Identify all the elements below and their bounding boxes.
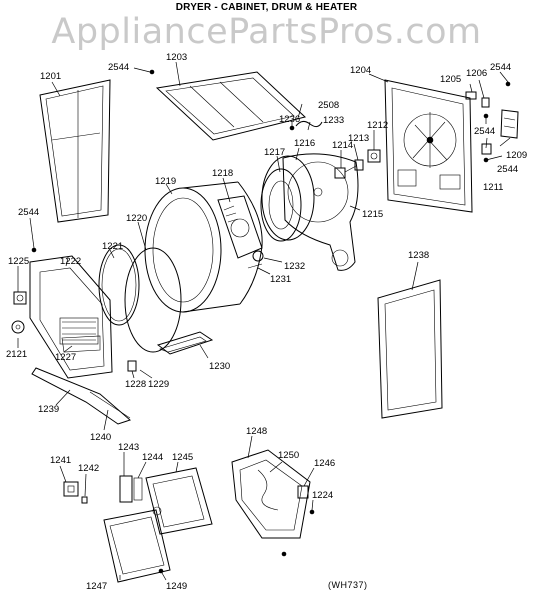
label-1241: 1241	[50, 455, 71, 466]
label-1206: 1206	[466, 68, 487, 79]
label-1209: 1209	[506, 150, 527, 161]
belt-1231[interactable]	[247, 263, 263, 269]
watermark: AppliancePartsPros.com	[51, 12, 482, 52]
clip-1206[interactable]	[481, 97, 490, 108]
label-1245: 1245	[172, 452, 193, 463]
terminal-block-1209[interactable]	[500, 109, 519, 139]
label-1231: 1231	[270, 274, 291, 285]
label-1205: 1205	[440, 74, 461, 85]
top-panel-1203[interactable]	[155, 71, 307, 141]
door-switch-2121[interactable]	[11, 320, 25, 334]
drum-bearing-1218[interactable]	[217, 195, 263, 259]
label-2508: 2508	[318, 100, 339, 111]
strike-1242[interactable]	[81, 496, 88, 504]
label-1229: 1229	[148, 379, 169, 390]
drum-1219[interactable]	[144, 181, 263, 313]
label-1217: 1217	[264, 147, 285, 158]
cable-1250[interactable]	[257, 469, 279, 511]
label-1215: 1215	[362, 209, 383, 220]
side-panel-1201[interactable]	[39, 79, 111, 223]
label-1222: 1222	[60, 256, 81, 267]
rear-seal-1217[interactable]	[260, 168, 302, 242]
label-1204: 1204	[350, 65, 371, 76]
front-seal-1220[interactable]	[124, 247, 182, 353]
label-2544-d: 2544	[497, 164, 518, 175]
label-1249: 1249	[166, 581, 187, 592]
label-2121: 2121	[6, 349, 27, 360]
bracket-1205[interactable]	[465, 91, 477, 100]
drum-glide-1221[interactable]	[98, 244, 140, 326]
screw-1249[interactable]	[158, 568, 164, 574]
label-1243: 1243	[118, 442, 139, 453]
label-1232: 1232	[284, 261, 305, 272]
label-1203: 1203	[166, 52, 187, 63]
label-1242: 1242	[78, 463, 99, 474]
label-1228: 1228	[125, 379, 146, 390]
label-1211: 1211	[483, 182, 503, 193]
heater-duct-1216[interactable]	[261, 155, 315, 241]
label-1219: 1219	[155, 176, 176, 187]
hinge-1243[interactable]	[119, 475, 133, 503]
label-1220: 1220	[126, 213, 147, 224]
idler-1232[interactable]	[252, 250, 264, 262]
heater-contacts-1213[interactable]	[354, 159, 364, 171]
duct-1230[interactable]	[156, 331, 214, 355]
wire-harness-1233[interactable]	[289, 120, 323, 131]
diagram-code: (WH737)	[328, 580, 368, 590]
label-1216: 1216	[294, 138, 315, 149]
toe-strip-1240[interactable]	[89, 391, 131, 419]
label-1244: 1244	[142, 452, 163, 463]
thermal-fuse-1212[interactable]	[367, 149, 381, 163]
label-2544-c: 2544	[474, 126, 495, 137]
toe-panel-1239[interactable]	[31, 367, 131, 425]
label-2544-e: 2544	[18, 207, 39, 218]
rear-bulkhead-1215[interactable]	[282, 153, 359, 271]
label-1227: 1227	[55, 352, 76, 363]
lint-filter-1227[interactable]	[61, 335, 101, 353]
label-1240: 1240	[90, 432, 111, 443]
screw-1224[interactable]	[281, 509, 315, 557]
label-1239: 1239	[38, 404, 59, 415]
side-panel-1238[interactable]	[377, 279, 443, 419]
diagram-title: DRYER - CABINET, DRUM & HEATER	[175, 2, 358, 13]
clip-1228[interactable]	[127, 360, 137, 372]
door-latch-1241[interactable]	[63, 481, 79, 497]
label-1224: 1224	[312, 490, 333, 501]
label-1246: 1246	[314, 458, 335, 469]
label-1230: 1230	[209, 361, 230, 372]
label-1218: 1218	[212, 168, 233, 179]
front-bulkhead-1222[interactable]	[29, 255, 113, 379]
label-1247: 1247	[86, 581, 107, 592]
label-1212: 1212	[367, 120, 388, 131]
heater-assembly-1214[interactable]	[334, 165, 357, 179]
door-liner-1245[interactable]	[145, 467, 213, 535]
label-1221: 1221	[102, 241, 123, 252]
label-1201: 1201	[40, 71, 61, 82]
switch-1225[interactable]	[13, 291, 27, 305]
screws-2544[interactable]	[31, 69, 511, 253]
leader-lines	[17, 61, 511, 581]
label-1214: 1214	[332, 140, 353, 151]
access-panel-1248[interactable]	[231, 449, 311, 539]
label-1233: 1233	[323, 115, 344, 126]
seal-1246[interactable]	[297, 485, 309, 499]
label-1225: 1225	[8, 256, 29, 267]
label-1213: 1213	[348, 133, 369, 144]
label-1248: 1248	[246, 426, 267, 437]
label-1236: 1236	[279, 114, 300, 125]
label-2544-a: 2544	[108, 62, 129, 73]
rear-panel-1204[interactable]	[384, 79, 473, 213]
door-1247[interactable]	[103, 509, 171, 583]
label-1250: 1250	[278, 450, 299, 461]
label-1238: 1238	[408, 250, 429, 261]
door-hinge-1244[interactable]	[133, 477, 143, 501]
label-2544-b: 2544	[490, 62, 511, 73]
